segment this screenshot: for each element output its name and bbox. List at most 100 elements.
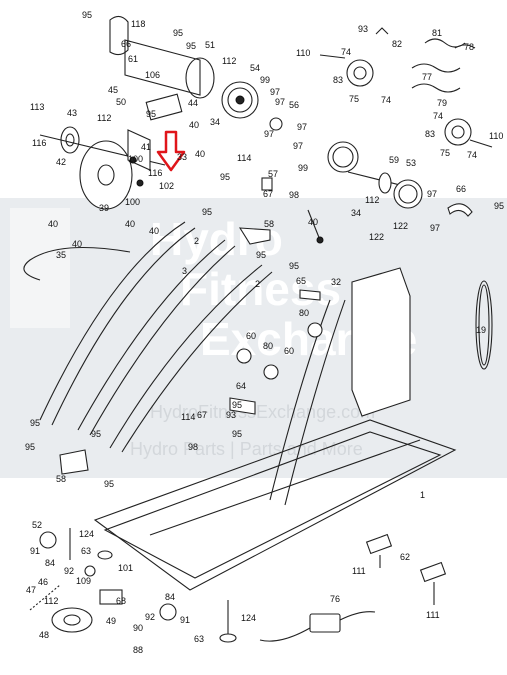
watermark-band — [0, 198, 507, 478]
part-label-80a: 80 — [299, 308, 309, 318]
part-label-95l: 95 — [30, 418, 40, 428]
part-label-2b: 2 — [255, 279, 260, 289]
cable-35 — [23, 246, 131, 281]
leveler-63-upper — [97, 550, 113, 560]
bracket-57 — [261, 177, 273, 191]
part-label-95o: 95 — [104, 479, 114, 489]
part-label-95k: 95 — [232, 429, 242, 439]
part-label-74a: 74 — [341, 47, 351, 57]
part-label-48: 48 — [39, 630, 49, 640]
rail-2-right-inner — [121, 271, 273, 453]
part-label-122b: 122 — [393, 221, 408, 231]
pulley-48 — [51, 607, 93, 633]
part-label-68: 68 — [116, 596, 126, 606]
bolt-110-upper — [319, 54, 346, 59]
part-label-50: 50 — [116, 97, 126, 107]
frame-and-rails — [23, 221, 493, 591]
part-label-51: 51 — [205, 40, 215, 50]
watermark-logo — [10, 208, 70, 328]
part-label-88: 88 — [133, 645, 143, 655]
flywheel-53 — [393, 179, 423, 209]
part-label-66a: 66 — [121, 39, 131, 49]
part-label-63a: 63 — [81, 546, 91, 556]
part-label-95e: 95 — [220, 172, 230, 182]
base-crossbar — [149, 439, 421, 536]
wheel-84-left — [84, 565, 96, 577]
part-label-43: 43 — [67, 108, 77, 118]
part-label-113: 113 — [30, 102, 44, 112]
part-label-97a: 97 — [270, 87, 280, 97]
cable-77 — [411, 63, 461, 73]
part-label-97g: 97 — [430, 223, 440, 233]
part-label-80b: 80 — [263, 341, 273, 351]
part-label-95d: 95 — [146, 109, 156, 119]
roller-80 — [307, 322, 323, 338]
part-label-93b: 93 — [226, 410, 236, 420]
middle-drive-assembly — [261, 141, 473, 244]
part-label-118: 118 — [131, 19, 145, 29]
highlight-arrow — [156, 130, 186, 172]
part-label-65: 65 — [296, 276, 306, 286]
pulley-54-hub — [235, 95, 245, 105]
part-label-47: 47 — [26, 585, 36, 595]
part-label-109: 109 — [76, 576, 91, 586]
belt-19 — [475, 280, 493, 370]
adapter-cord-right — [339, 611, 376, 621]
foot-plate-62-left — [365, 533, 393, 555]
adapter-cord-left — [259, 627, 311, 642]
flywheel-53-inner — [398, 184, 418, 204]
bracket-64 — [229, 397, 256, 415]
base-frame-1-inner — [103, 431, 442, 579]
upright-arm-1 — [269, 299, 331, 501]
part-label-95h: 95 — [256, 250, 266, 260]
part-label-2a: 2 — [194, 236, 199, 246]
part-label-74d: 74 — [467, 150, 477, 160]
rail-3-outer — [77, 239, 226, 431]
part-label-59: 59 — [389, 155, 399, 165]
part-label-102: 102 — [159, 181, 174, 191]
rail-3-inner — [89, 245, 236, 436]
part-label-111a: 111 — [352, 566, 366, 576]
part-label-100a: 100 — [128, 154, 143, 164]
bracket-58-lower — [59, 449, 89, 475]
part-label-100b: 100 — [125, 197, 140, 207]
bracket-65 — [299, 289, 321, 301]
part-label-122a: 122 — [369, 232, 384, 242]
part-label-57: 57 — [268, 169, 278, 179]
pulley-48-hub — [63, 614, 81, 626]
cable-79 — [411, 83, 461, 93]
upper-left-assembly — [39, 15, 283, 210]
pulley-75-lower — [444, 118, 472, 146]
pulley-75-lower-hub — [451, 125, 465, 139]
part-label-97f: 97 — [427, 189, 437, 199]
part-label-111b: 111 — [426, 610, 440, 620]
roller-60-left — [236, 348, 252, 364]
part-label-98a: 98 — [289, 190, 299, 200]
part-label-40a: 40 — [189, 120, 199, 130]
part-label-98b: 98 — [188, 442, 198, 452]
part-label-49: 49 — [106, 616, 116, 626]
part-label-97d: 97 — [297, 122, 307, 132]
part-label-56: 56 — [289, 100, 299, 110]
fan-wheel-39 — [79, 140, 133, 210]
part-label-75b: 75 — [440, 148, 450, 158]
base-frame-1 — [93, 419, 457, 591]
pulley-75-upper — [346, 59, 374, 87]
part-label-93: 93 — [358, 24, 368, 34]
part-label-76: 76 — [330, 594, 340, 604]
part-label-42: 42 — [56, 157, 66, 167]
mount-bracket-part — [124, 39, 201, 96]
spring-47 — [29, 584, 61, 611]
part-label-84b: 84 — [165, 592, 175, 602]
part-label-95a: 95 — [82, 10, 92, 20]
part-label-19: 19 — [476, 325, 486, 335]
watermark-line-2: Fitness — [180, 263, 341, 315]
part-label-67a: 67 — [263, 189, 273, 199]
bracket-58-upper — [238, 227, 271, 245]
part-label-116a: 116 — [32, 138, 46, 148]
part-label-91a: 91 — [30, 546, 40, 556]
part-label-95c: 95 — [186, 41, 196, 51]
part-label-62: 62 — [400, 552, 410, 562]
